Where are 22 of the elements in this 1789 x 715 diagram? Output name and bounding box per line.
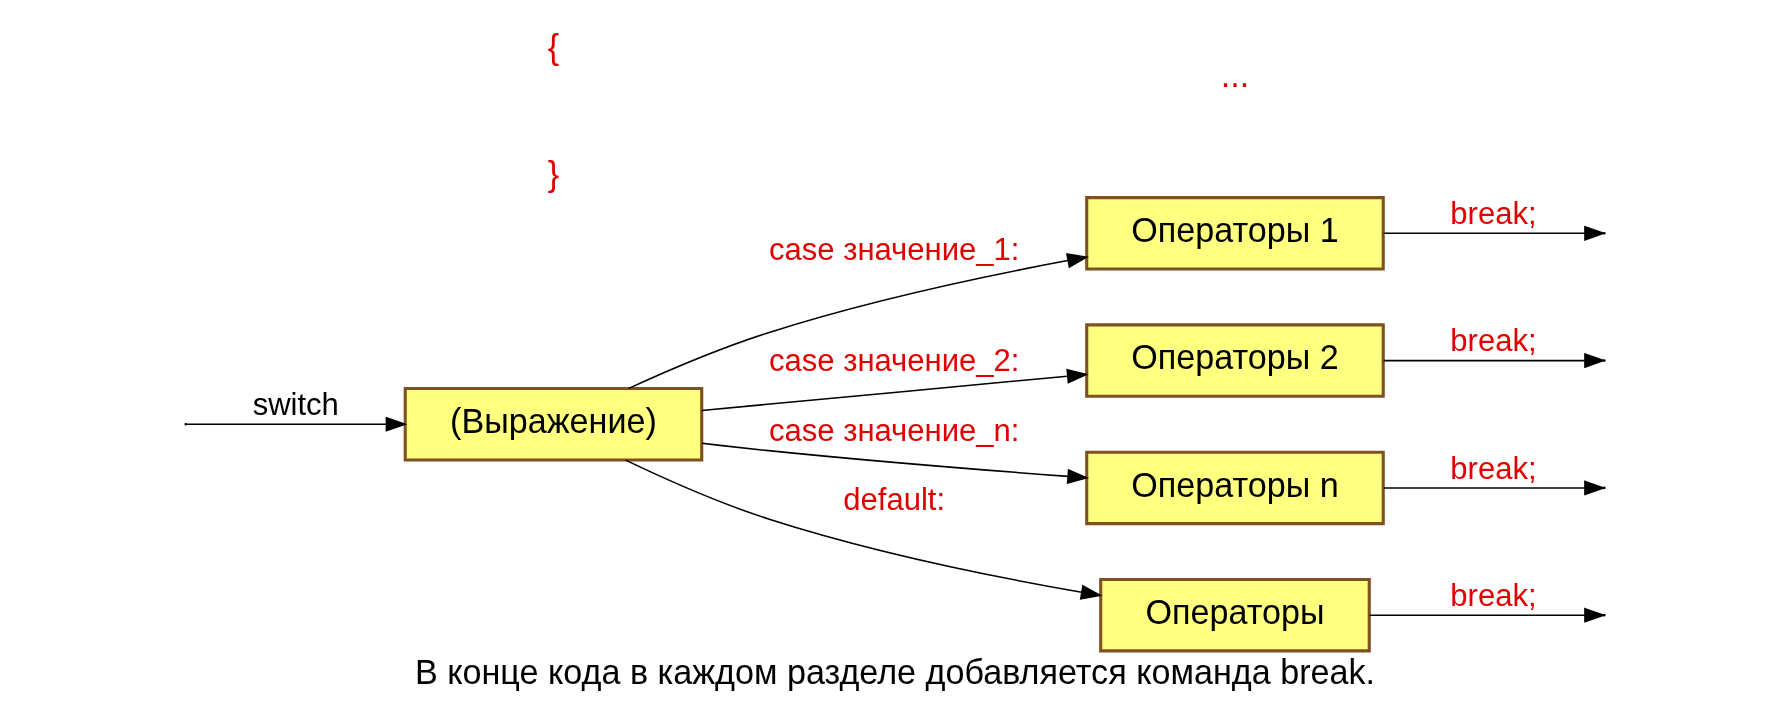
label: { [547,27,559,66]
node-box: (Выражение) [403,387,703,462]
arrow [700,368,1089,412]
node-box: Операторы n [1084,450,1385,526]
edge-label: case значение_2: [768,343,1019,379]
caption: В конце кода в каждом разделе добавляется команда break. [414,653,1375,692]
arrow [700,442,1089,484]
arrow [627,253,1089,390]
label: ... [1220,55,1249,94]
label: } [547,155,559,194]
edge-label: default: [842,481,945,517]
edge-label: break; [1449,323,1537,359]
node-box: Операторы 1 [1084,196,1385,271]
edge-label: break; [1449,450,1537,486]
node-box: Операторы 2 [1084,323,1385,398]
node-box: Операторы [1098,577,1371,653]
edge-label: switch [252,386,339,422]
edge-label: break; [1449,195,1537,231]
arrow [624,459,1103,600]
edge-label: case значение_n: [768,413,1019,449]
edge-label: break; [1449,577,1537,613]
edge-label: case значение_1: [768,231,1019,267]
